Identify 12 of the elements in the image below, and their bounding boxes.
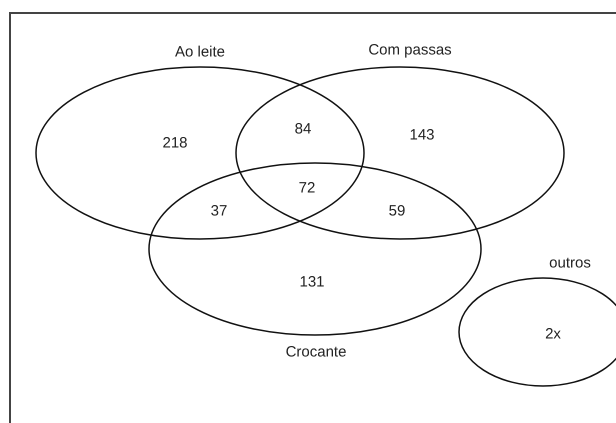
set-label: outros xyxy=(549,254,591,272)
region-count: 84 xyxy=(294,120,312,138)
set-label: Crocante xyxy=(286,344,346,360)
region-count: 131 xyxy=(299,274,325,290)
set-label: Com passas xyxy=(368,42,452,58)
region-count: 72 xyxy=(298,180,316,196)
region-count: 2x xyxy=(545,326,561,342)
region-count: 143 xyxy=(409,126,435,144)
region-count: 218 xyxy=(162,134,188,152)
set-label: Ao leite xyxy=(174,44,226,60)
region-count: 59 xyxy=(388,202,406,220)
region-count: 37 xyxy=(210,202,228,220)
